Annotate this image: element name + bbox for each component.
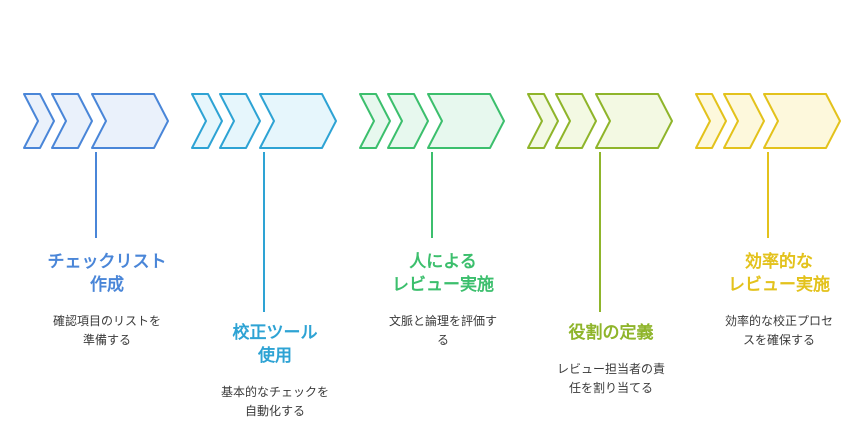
step-title: 人によるレビュー実施 — [359, 251, 527, 297]
process-step-1: チェックリスト作成確認項目のリストを準備する — [23, 0, 191, 440]
step-title-line: 効率的な — [745, 252, 813, 272]
step-description-line: スを確保する — [742, 333, 815, 347]
step-description: レビュー担当者の責任を割り当てる — [527, 360, 695, 398]
step-description-line: る — [436, 333, 449, 347]
step-description-line: 自動化する — [244, 404, 305, 418]
process-step-3: 人によるレビュー実施文脈と論理を評価する — [359, 0, 527, 440]
step-title: チェックリスト作成 — [23, 251, 191, 297]
step-description: 文脈と論理を評価する — [359, 312, 527, 350]
step-title-line: 使用 — [258, 346, 292, 366]
chevron-arrows-icon — [695, 93, 841, 149]
chevron-large-icon — [763, 93, 841, 149]
chevron-arrows-icon — [359, 93, 505, 149]
chevron-arrows-icon — [527, 93, 673, 149]
chevron-small-2-icon — [555, 93, 597, 149]
connector-line — [767, 152, 769, 238]
chevron-small-1-icon — [695, 93, 727, 149]
step-description-line: レビュー担当者の責 — [556, 362, 665, 376]
connector-line — [431, 152, 433, 238]
step-description-line: 準備する — [82, 333, 131, 347]
chevron-large-icon — [91, 93, 169, 149]
chevron-small-2-icon — [387, 93, 429, 149]
chevron-large-icon — [595, 93, 673, 149]
chevron-arrows-icon — [23, 93, 169, 149]
step-title-line: レビュー実施 — [728, 275, 830, 295]
step-description: 確認項目のリストを準備する — [23, 312, 191, 350]
connector-line — [263, 152, 265, 312]
chevron-arrows-icon — [191, 93, 337, 149]
chevron-small-2-icon — [219, 93, 261, 149]
step-description-line: 確認項目のリストを — [52, 314, 161, 328]
chevron-large-icon — [259, 93, 337, 149]
process-step-5: 効率的なレビュー実施効率的な校正プロセスを確保する — [695, 0, 863, 440]
step-description: 基本的なチェックを自動化する — [191, 383, 359, 421]
process-step-2: 校正ツール使用基本的なチェックを自動化する — [191, 0, 359, 440]
chevron-small-2-icon — [51, 93, 93, 149]
step-description-line: 基本的なチェックを — [220, 385, 329, 399]
chevron-small-1-icon — [191, 93, 223, 149]
step-title-line: チェックリスト — [47, 252, 167, 272]
connector-line — [95, 152, 97, 238]
process-step-4: 役割の定義レビュー担当者の責任を割り当てる — [527, 0, 695, 440]
step-title: 校正ツール使用 — [191, 322, 359, 368]
chevron-large-icon — [427, 93, 505, 149]
chevron-small-1-icon — [359, 93, 391, 149]
step-title: 効率的なレビュー実施 — [695, 251, 863, 297]
step-description-line: 文脈と論理を評価す — [388, 314, 497, 328]
chevron-small-1-icon — [23, 93, 55, 149]
step-description-line: 効率的な校正プロセ — [724, 314, 833, 328]
connector-line — [599, 152, 601, 312]
step-title-line: 人による — [409, 252, 477, 272]
step-title-line: レビュー実施 — [392, 275, 494, 295]
step-title: 役割の定義 — [527, 322, 695, 345]
step-title-line: 役割の定義 — [568, 323, 654, 343]
step-title-line: 校正ツール — [232, 323, 318, 343]
step-description: 効率的な校正プロセスを確保する — [695, 312, 863, 350]
step-title-line: 作成 — [90, 275, 124, 295]
step-description-line: 任を割り当てる — [568, 381, 653, 395]
chevron-small-1-icon — [527, 93, 559, 149]
chevron-small-2-icon — [723, 93, 765, 149]
